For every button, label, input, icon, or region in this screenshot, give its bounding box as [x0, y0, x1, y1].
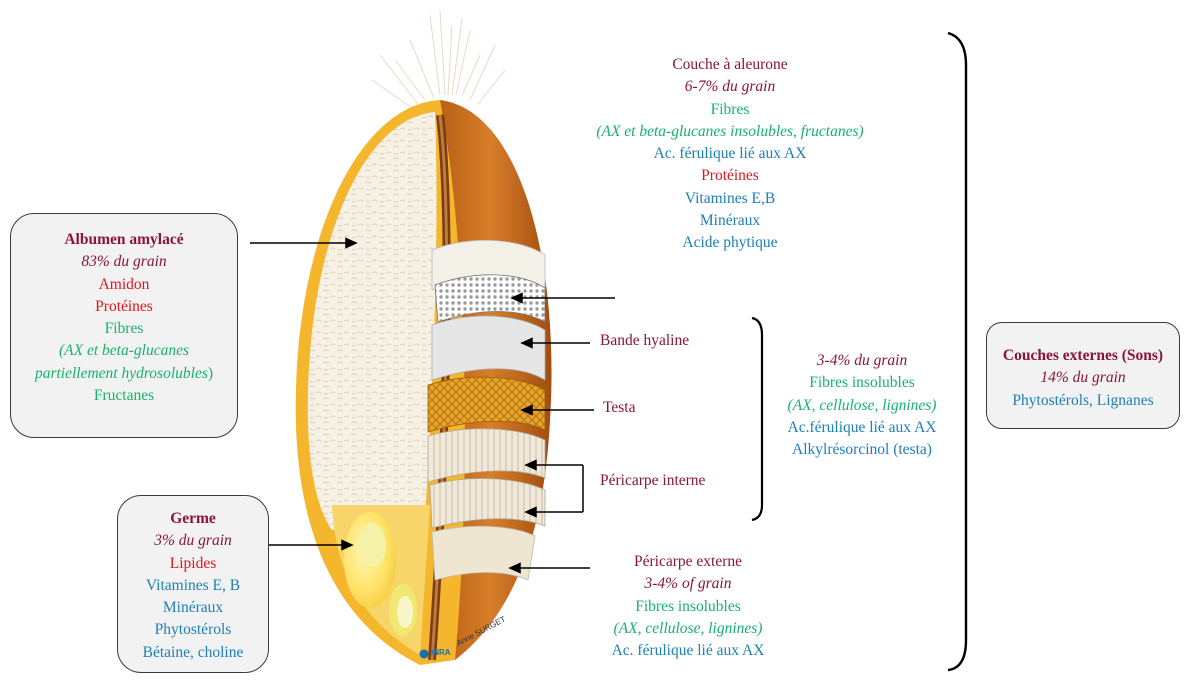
aleurone-percent: 6-7% du grain — [530, 76, 930, 98]
outer-layers-percent: 14% du grain — [986, 367, 1180, 389]
outer-pericarp-ferulic: Ac. férulique lié aux AX — [588, 640, 788, 662]
albumen-proteins: Protéines — [10, 296, 238, 318]
outer-layers-info: Couches externes (Sons) 14% du grain Phy… — [986, 345, 1180, 412]
aleurone-info: Couche à aleurone 6-7% du grain Fibres (… — [530, 54, 930, 255]
outer-layers-compounds: Phytostérols, Lignanes — [986, 390, 1180, 412]
aleurone-fibres: Fibres — [530, 99, 930, 121]
albumen-fibres: Fibres — [10, 318, 238, 340]
albumen-title: Albumen amylacé — [10, 229, 238, 251]
aleurone-ferulic: Ac. férulique lié aux AX — [530, 143, 930, 165]
testa-label: Testa — [603, 397, 635, 419]
outer-pericarp-percent: 3-4% of grain — [588, 573, 788, 595]
albumen-starch: Amidon — [10, 274, 238, 296]
germ-info: Germe 3% du grain Lipides Vitamines E, B… — [117, 508, 269, 664]
albumen-percent: 83% du grain — [10, 251, 238, 273]
albumen-region — [308, 112, 437, 530]
albumen-fibres-detail-2: partiellement hydrosolubles — [35, 365, 208, 382]
outer-pericarp-fibres: Fibres insolubles — [588, 596, 788, 618]
inra-logo-icon — [420, 650, 429, 659]
aleurone-title: Couche à aleurone — [530, 54, 930, 76]
grain-hairs — [372, 10, 505, 108]
hyaline-label: Bande hyaline — [600, 330, 689, 352]
outer-pericarp-title: Péricarpe externe — [588, 551, 788, 573]
credit-org: INRA — [431, 648, 451, 657]
germ-phytosterols: Phytostérols — [117, 619, 269, 641]
middle-fibres-detail: (AX, cellulose, lignines) — [764, 395, 960, 417]
albumen-info: Albumen amylacé 83% du grain Amidon Prot… — [10, 229, 238, 407]
albumen-fibres-detail-close: ) — [208, 365, 213, 382]
middle-ferulic: Ac.férulique lié aux AX — [764, 417, 960, 439]
germ-minerals: Minéraux — [117, 597, 269, 619]
albumen-fibres-detail-2-line: partiellement hydrosolubles) — [10, 363, 238, 385]
aleurone-vitamins: Vitamines E,B — [530, 188, 930, 210]
germ-vitamins: Vitamines E, B — [117, 575, 269, 597]
albumen-fibres-detail-1: (AX et beta-glucanes — [10, 340, 238, 362]
germ-lipids: Lipides — [117, 553, 269, 575]
middle-group-info: 3-4% du grain Fibres insolubles (AX, cel… — [764, 350, 960, 461]
albumen-fructans: Fructanes — [10, 385, 238, 407]
aleurone-minerals: Minéraux — [530, 210, 930, 232]
germ-percent: 3% du grain — [117, 530, 269, 552]
outer-pericarp-info: Péricarpe externe 3-4% of grain Fibres i… — [588, 551, 788, 662]
outer-layers-title: Couches externes (Sons) — [986, 345, 1180, 367]
aleurone-phytic: Acide phytique — [530, 232, 930, 254]
middle-bracket — [752, 318, 762, 520]
inner-pericarp-label: Péricarpe interne — [600, 470, 705, 492]
aleurone-fibres-detail: (AX et beta-glucanes insolubles, fructan… — [530, 121, 930, 143]
middle-percent: 3-4% du grain — [764, 350, 960, 372]
middle-alkyl: Alkylrésorcinol (testa) — [764, 439, 960, 461]
middle-fibres: Fibres insolubles — [764, 372, 960, 394]
germ-title: Germe — [117, 508, 269, 530]
outer-pericarp-fibres-detail: (AX, cellulose, lignines) — [588, 618, 788, 640]
germ-betaine: Bétaine, choline — [117, 642, 269, 664]
aleurone-proteins: Protéines — [530, 165, 930, 187]
